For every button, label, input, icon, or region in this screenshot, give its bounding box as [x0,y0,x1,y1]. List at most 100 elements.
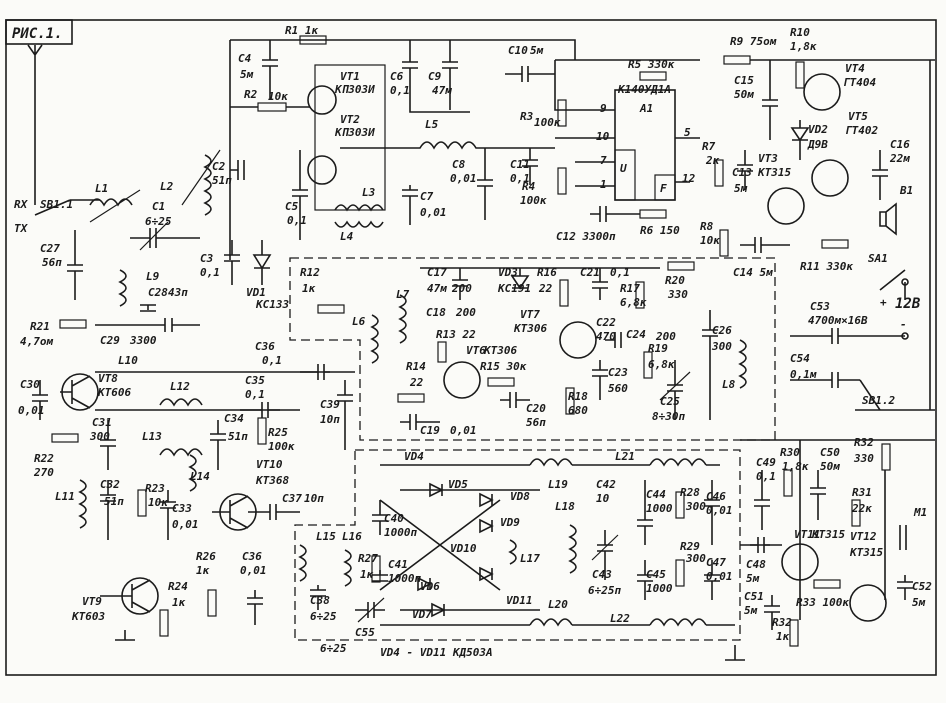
resistor-R11 [821,239,849,249]
resistor-R18 [565,387,575,415]
label-R5: R5 330к [628,58,675,71]
capacitor-C46 [704,480,720,545]
capacitor-C6 [402,40,418,110]
inductor-L15 [298,544,307,582]
capacitor-C16 [872,150,888,200]
type-VT2: КП303И [334,126,375,139]
capacitor-C5 [292,150,308,240]
capacitor-C33 [160,490,176,540]
capacitor-C34 [210,420,226,470]
label-L9: L9 [146,270,160,283]
type-VT3: КТ315 [757,166,791,179]
capacitor-C4 [262,40,278,100]
label-C55: C55 [355,626,375,639]
label-C37: C37 [282,492,302,505]
value-R19: 6,8к [648,358,675,371]
ground-right [725,645,745,661]
label-C30: C30 [20,378,40,391]
resistor-R31 [851,499,861,527]
capacitor-C35 [240,402,300,418]
label-C35: C35 [245,374,265,387]
label-R15: R15 30к [480,360,527,373]
resistor-R17 [635,281,645,309]
label-C3: C3 [200,252,214,265]
capacitor-C30 [32,380,48,420]
trim-arrow-C55 [357,597,385,623]
dashed-block-mixer [294,449,741,641]
inductor-L12 [159,398,203,407]
label-C15: C15 [734,74,754,87]
label-R2: R2 [244,88,258,101]
transistor-VT5 [811,159,849,197]
right-supply-wire [855,60,935,411]
capacitor-C44 [637,480,653,545]
label-C12: C12 3300п [556,230,616,243]
label-VT9: VT9 [82,595,102,608]
capacitor-C12 [590,206,640,222]
value-R20: 330 [667,288,688,301]
label-C38: C38 [310,594,330,607]
value-C55: 6÷25 [320,642,347,655]
type-VT9: КТ603 [71,610,105,623]
label-L20: L20 [548,598,568,611]
resistor-R2 [257,102,287,112]
transistor-VT12 [849,584,887,622]
type-VT10: КТ368 [255,474,289,487]
transistor-VT7 [559,321,597,359]
label-C53: C53 [810,300,830,313]
label-R25: R25 [268,426,288,439]
type-VT4: ГТ404 [843,76,876,89]
diode-ring-wires [379,489,540,611]
label-C54: C54 [790,352,810,365]
capacitor-C29 [95,318,200,332]
value-C27: 56п [42,256,62,269]
label-C51: C51 [744,590,764,603]
label-C34: C34 [224,412,244,425]
value-R30: 1,8к [782,460,809,473]
value-R28: 300 [685,500,706,513]
value-C7: 0,01 [420,206,447,219]
label-L18: L18 [555,500,575,513]
value-C15: 50м [734,88,754,101]
label-L11: L11 [55,490,75,503]
capacitor-C13 [737,150,753,190]
value-C6: 0,1 [390,84,410,97]
value-C33: 0,01 [172,518,199,531]
label-R33: R33 100к [796,596,849,609]
value-C29: 3300 [129,334,157,347]
transistor-VT11 [781,543,819,581]
capacitor-C2 [230,160,245,180]
value-R14: 22 [409,376,424,389]
value-C23: 560 [608,382,628,395]
label-VD2: VD2 [808,123,828,136]
value-C48: 5м [746,572,760,585]
inductor-L7 [398,294,407,344]
label-C26: C26 [712,324,732,337]
label-R9: R9 75ом [730,35,777,48]
label-C36b: C36 [242,550,262,563]
label-VT6: VT6 [466,344,486,357]
label-R22: R22 [34,452,54,465]
resistor-R4 [557,167,567,195]
resistor-R27 [371,555,381,583]
capacitor-C51 [764,595,780,630]
trim-arrow-L2 [181,149,221,206]
value-C2: 51п [212,174,232,187]
capacitor-C31 [100,420,116,470]
value-R32a: 330 [853,452,874,465]
value-C10: 5м [530,44,544,57]
label-R28: R28 [680,486,700,499]
capacitor-C37 [248,504,300,520]
label-C17: C17 [427,266,447,279]
label-VD1: VD1 [246,286,266,299]
label-C18: C18 [426,306,446,319]
transistor-VT1 [307,85,337,115]
label-R29: R29 [680,540,700,553]
label-R20: R20 [665,274,685,287]
type-VT8: КТ606 [97,386,131,399]
label-C2: C2 [212,160,226,173]
label-C23: C23 [608,366,628,379]
label-VT3: VT3 [758,152,778,165]
